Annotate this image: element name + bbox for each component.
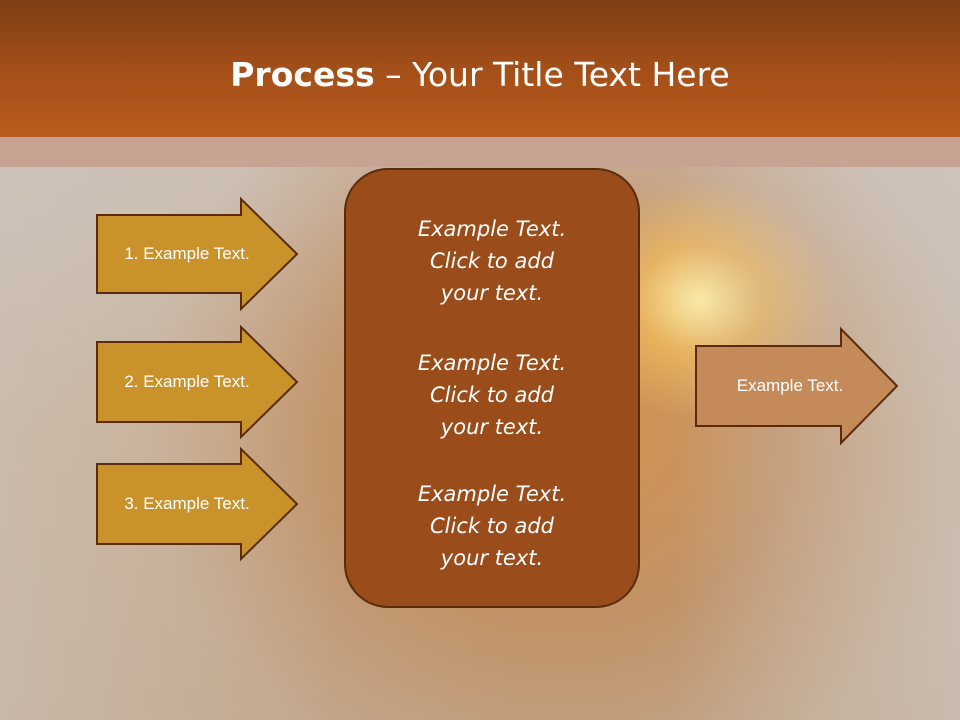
arrow-shape — [96, 446, 299, 562]
arrow-shape — [96, 324, 299, 440]
right-arrow-label: Example Text. — [736, 376, 844, 395]
left-arrow-label: 2. Example Text. — [124, 372, 250, 391]
header-bar — [0, 0, 960, 137]
arrow-shape — [96, 196, 299, 312]
center-text-3[interactable]: Example Text. Click to add your text. — [417, 482, 567, 570]
left-arrow-label: 1. Example Text. — [124, 244, 250, 263]
center-text-1[interactable]: Example Text. Click to add your text. — [417, 217, 567, 305]
arrow-shape — [695, 326, 899, 446]
left-arrow-1[interactable]: 1. Example Text. — [96, 196, 299, 312]
header-strip — [0, 137, 960, 167]
left-arrow-2[interactable]: 2. Example Text. — [96, 324, 299, 440]
title-rest: – Your Title Text Here — [374, 55, 730, 94]
center-text-2[interactable]: Example Text. Click to add your text. — [417, 351, 567, 439]
page-title[interactable]: Process – Your Title Text Here — [0, 52, 960, 98]
title-bold: Process — [230, 55, 375, 94]
center-text-box[interactable] — [344, 168, 640, 608]
right-arrow[interactable]: Example Text. — [695, 326, 899, 446]
left-arrow-label: 3. Example Text. — [124, 494, 250, 513]
left-arrow-3[interactable]: 3. Example Text. — [96, 446, 299, 562]
